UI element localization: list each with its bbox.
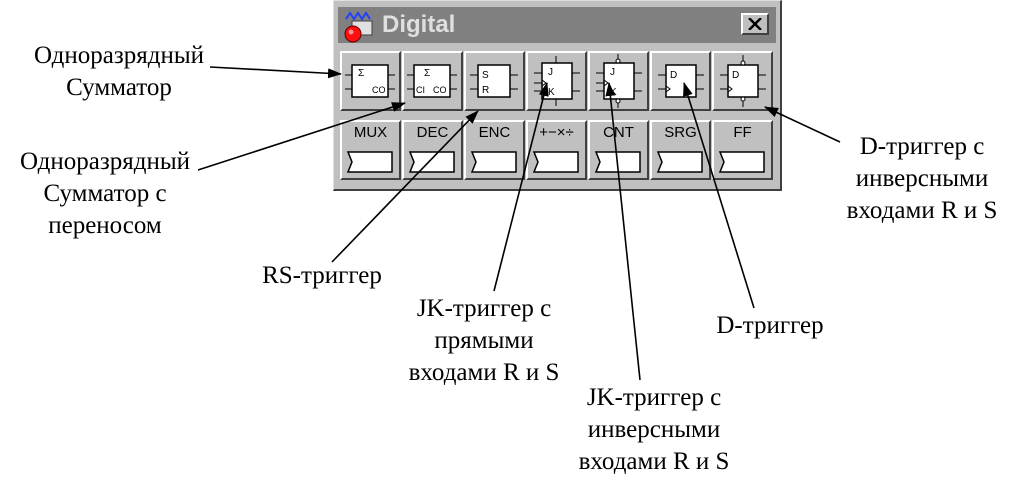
digital-app-icon (344, 11, 373, 43)
sum-pin-label: Σ (358, 68, 364, 79)
label-line: JK-триггер с (416, 295, 552, 322)
label-line: D-триггер (716, 312, 824, 339)
part-bin-icon (470, 151, 517, 173)
label-half-adder: Одноразрядный Сумматор (14, 40, 224, 104)
label-line: Одноразрядный (19, 148, 191, 175)
arrow-d-inverse (764, 106, 841, 143)
srg-label: SRG (664, 124, 697, 141)
label-line: JK-триггер с (586, 384, 722, 411)
d-flipflop-inverse-button[interactable]: D (712, 51, 773, 111)
j-pin-label: J (548, 67, 553, 78)
jk-flipflop-direct-button[interactable]: J K (526, 51, 587, 111)
title-bar[interactable]: Digital (338, 7, 776, 43)
label-line: прямыми (434, 327, 534, 354)
close-button[interactable] (741, 13, 769, 35)
label-line: Одноразрядный (33, 42, 205, 69)
label-line: Сумматор с (43, 180, 167, 207)
half-adder-button[interactable]: Σ CO (340, 51, 401, 111)
ci-pin-label: CI (416, 85, 425, 95)
arrow-jk-direct (493, 82, 549, 292)
enc-label: ENC (478, 124, 511, 141)
rs-flipflop-button[interactable]: S R (464, 51, 525, 111)
label-full-adder: Одноразрядный Сумматор с переносом (0, 146, 210, 242)
part-bin-icon (718, 151, 765, 173)
srg-button[interactable]: SRG (650, 120, 711, 180)
d-flipflop-button[interactable]: D (650, 51, 711, 111)
label-line: входами R и S (408, 359, 560, 386)
co-pin-label: CO (433, 85, 447, 95)
component-toolbar-row-1: Σ CO Σ CI CO (340, 51, 780, 111)
co-pin-label: CO (372, 85, 386, 95)
label-rs-trigger: RS-триггер (232, 260, 412, 292)
arrow-jk-inverse (605, 82, 641, 381)
label-line: инверсными (587, 416, 721, 443)
arrow-d-trigger (683, 82, 755, 309)
jk-flipflop-direct-icon: J K (534, 56, 580, 106)
label-line: инверсными (855, 165, 989, 192)
part-bin-icon (532, 151, 579, 173)
ff-button[interactable]: FF (712, 120, 773, 180)
label-line: RS-триггер (262, 262, 382, 289)
label-line: D-триггер с (859, 133, 985, 160)
arithmetic-label: +−×÷ (539, 124, 574, 141)
label-line: входами R и S (846, 197, 998, 224)
label-d-inverse: D-триггер с инверсными входами R и S (826, 131, 1018, 227)
dec-button[interactable]: DEC (402, 120, 463, 180)
label-line: входами R и S (578, 448, 730, 475)
window-title: Digital (382, 11, 456, 38)
part-bin-icon (346, 151, 393, 173)
s-pin-label: S (482, 70, 489, 81)
enc-button[interactable]: ENC (464, 120, 525, 180)
cnt-label: CNT (603, 124, 634, 141)
full-adder-button[interactable]: Σ CI CO (402, 51, 463, 111)
label-jk-inverse: JK-триггер с инверсными входами R и S (557, 382, 751, 478)
j-pin-label: J (610, 67, 615, 78)
arrow-half-adder (209, 66, 342, 79)
d-flipflop-inverse-icon: D (720, 55, 766, 107)
r-pin-label: R (482, 85, 489, 96)
sum-pin-label: Σ (424, 68, 430, 79)
half-adder-icon: Σ CO (345, 64, 395, 98)
mux-button[interactable]: MUX (340, 120, 401, 180)
part-bin-icon (408, 151, 455, 173)
label-line: Сумматор (66, 74, 172, 101)
k-pin-label: K (548, 87, 555, 98)
label-line: переносом (48, 212, 162, 239)
arrow-rs-trigger (331, 110, 479, 263)
label-jk-direct: JK-триггер с прямыми входами R и S (389, 293, 579, 389)
rs-flipflop-icon: S R (470, 64, 518, 98)
part-bin-icon (656, 151, 703, 173)
full-adder-icon: Σ CI CO (407, 64, 457, 98)
ff-label: FF (733, 124, 752, 141)
d-pin-label: D (670, 70, 677, 81)
mux-label: MUX (353, 124, 388, 141)
dec-label: DEC (416, 124, 449, 141)
arrow-full-adder (197, 102, 406, 171)
close-icon (748, 18, 762, 30)
arithmetic-button[interactable]: +−×÷ (526, 120, 587, 180)
d-pin-label: D (732, 70, 739, 81)
label-d-trigger: D-триггер (690, 310, 850, 342)
jk-flipflop-inverse-button[interactable]: J K (588, 51, 649, 111)
